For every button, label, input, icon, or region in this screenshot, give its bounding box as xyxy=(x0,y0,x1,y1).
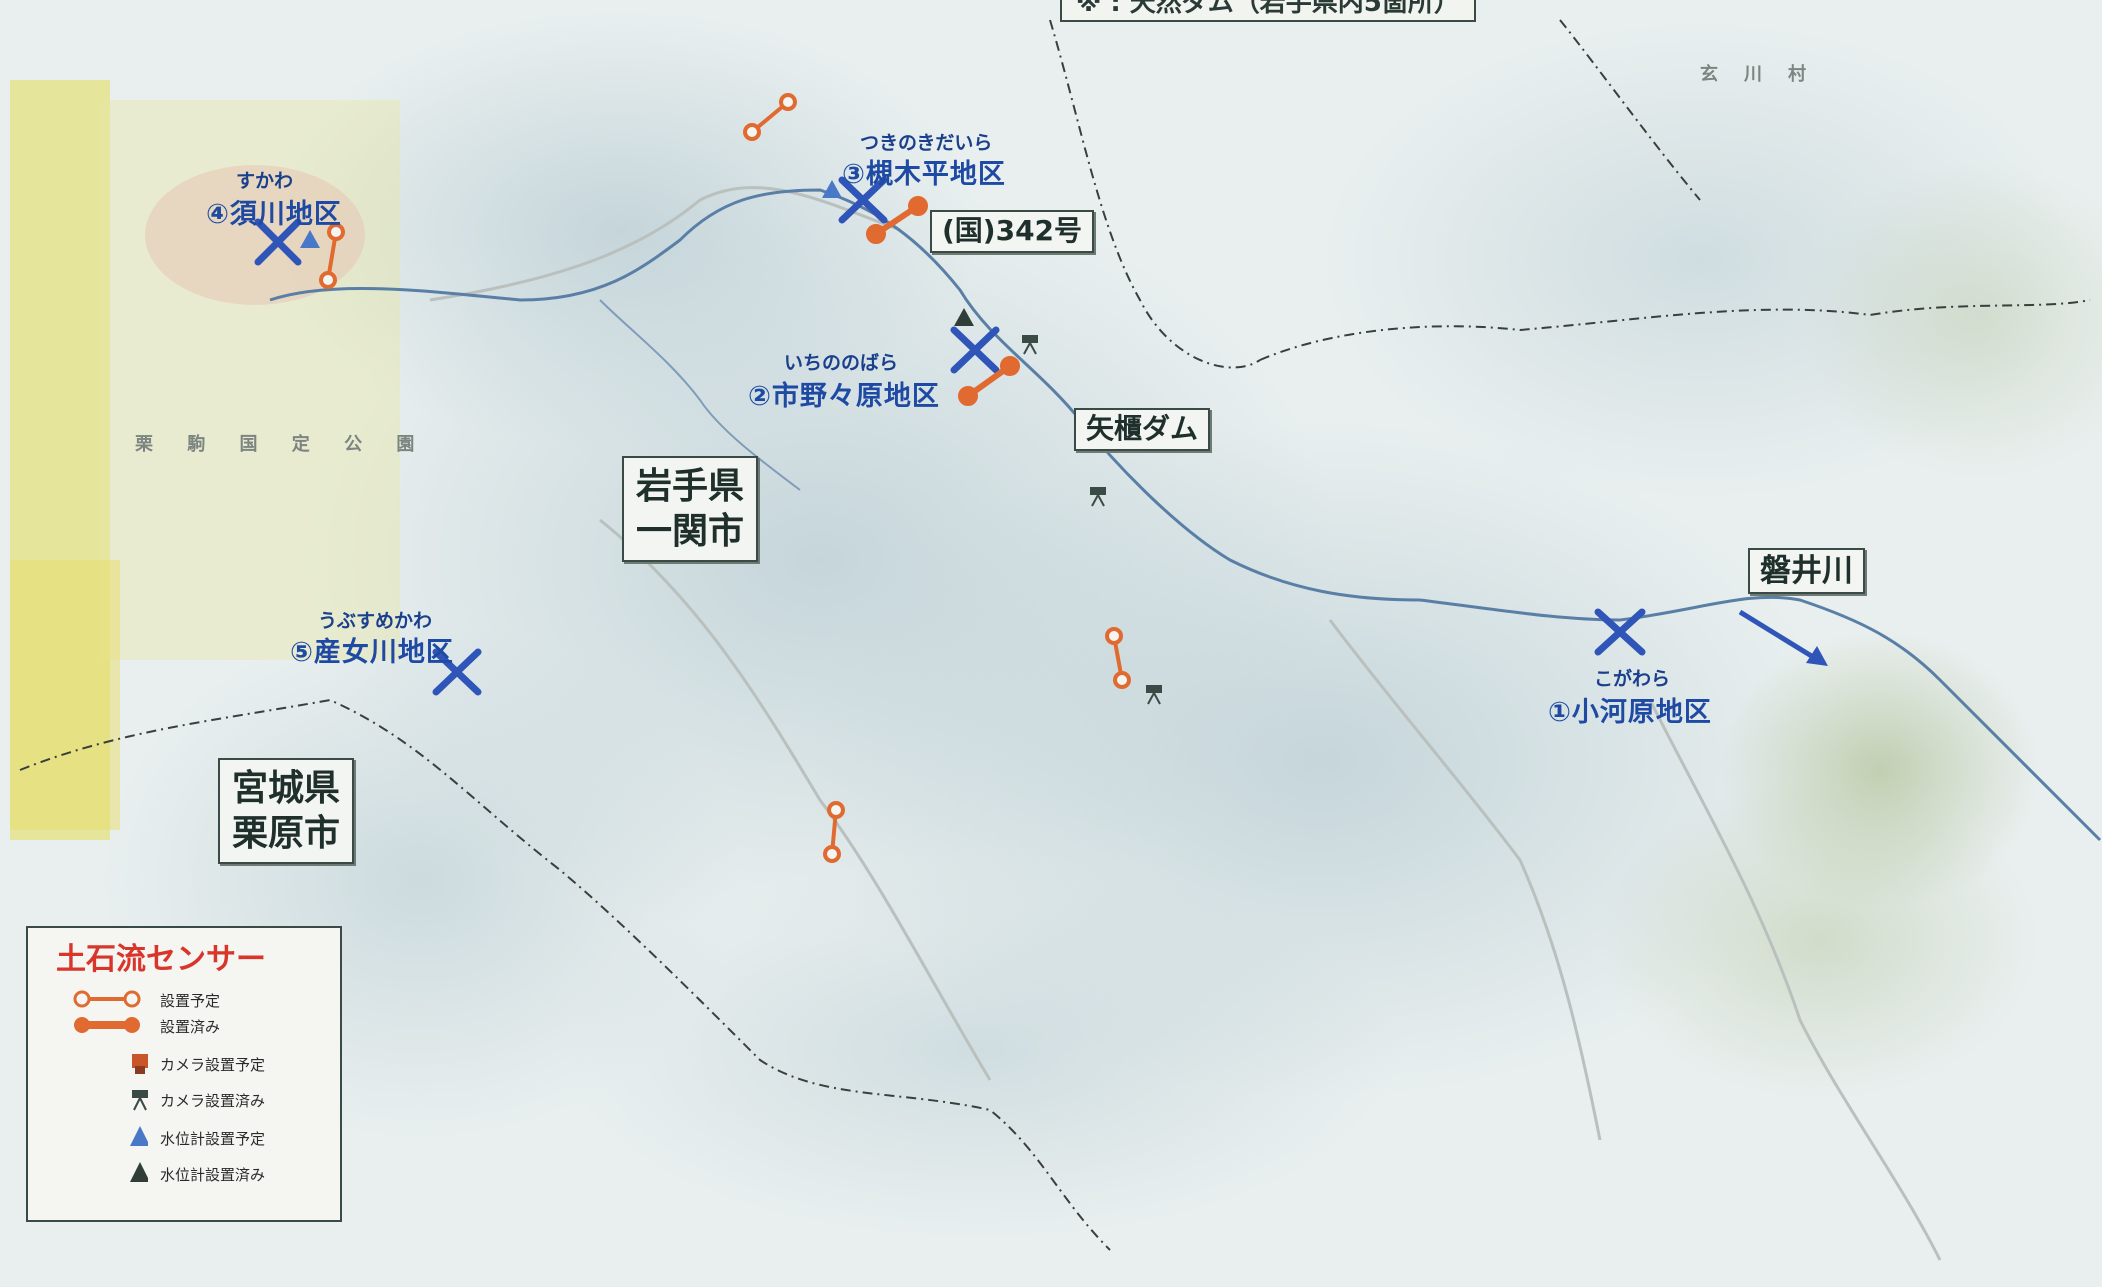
district-4-ruby: すかわ xyxy=(236,170,294,192)
camera-installed-markers xyxy=(1022,335,1162,705)
legend-item-sensor-installed: 設置済み xyxy=(28,1010,338,1040)
camera-planned-icon xyxy=(132,1054,148,1074)
district-5-label: ⑤産女川地区 xyxy=(290,637,454,668)
sensor-planned-markers xyxy=(319,93,1131,863)
sensor-planned-icon xyxy=(1105,627,1131,689)
legend-item-camera-planned: カメラ設置予定 xyxy=(28,1048,338,1078)
district-5-ruby: うぶすめかわ xyxy=(318,610,433,632)
iwai-river-label: 磐井川 xyxy=(1748,548,1865,595)
legend-item-camera-installed: カメラ設置済み xyxy=(28,1084,338,1114)
camera-installed-icon xyxy=(1022,335,1038,355)
legend-label: カメラ設置予定 xyxy=(160,1056,266,1074)
cross-icon-district-5 xyxy=(432,648,482,696)
sensor-installed-icon xyxy=(74,1017,140,1033)
water-gauge-planned-icon xyxy=(300,230,320,248)
sensor-planned-icon xyxy=(743,93,797,141)
sensor-installed-icon xyxy=(958,356,1020,406)
village-label: 玄 川 村 xyxy=(1700,64,1810,85)
park-area-shading xyxy=(10,80,400,840)
legend-label: 設置予定 xyxy=(160,992,221,1010)
district-1-ruby: こがわら xyxy=(1594,668,1671,690)
map-header-banner: ※ : 天然ダム（岩手県内5箇所） xyxy=(1060,0,1476,22)
district-3-ruby: つきのきだいら xyxy=(860,132,993,154)
iwai-river-line xyxy=(269,188,2102,842)
map-legend: 土石流センサー 設置予定 設置済み カメラ設置予定 カメラ設置済み xyxy=(26,926,342,1222)
boundary-lines xyxy=(19,19,2091,1251)
iwate-ichinoseki-label: 岩手県 一関市 xyxy=(622,456,759,562)
water-gauge-planned-icon xyxy=(130,1126,148,1146)
park-label: 栗 駒 国 定 公 園 xyxy=(135,434,429,455)
district-1-label: ①小河原地区 xyxy=(1548,697,1712,728)
water-gauge-installed-icon xyxy=(954,308,974,326)
district-2-ruby: いちののばら xyxy=(784,352,899,374)
water-gauge-planned-icon xyxy=(822,180,842,198)
water-gauge-installed-icon xyxy=(130,1162,148,1182)
district-3-label: ③槻木平地区 xyxy=(842,159,1006,190)
sensor-planned-icon xyxy=(73,990,141,1008)
legend-label: 設置済み xyxy=(160,1018,221,1036)
sensor-planned-icon xyxy=(823,801,845,863)
district-4-label: ④須川地区 xyxy=(206,199,342,230)
river-flow-arrow-icon xyxy=(1738,609,1828,666)
district-2-label: ②市野々原地区 xyxy=(748,381,940,412)
cross-icon-district-4 xyxy=(254,218,302,266)
legend-title: 土石流センサー xyxy=(56,942,266,977)
sensor-installed-markers xyxy=(866,196,1020,406)
legend-label: 水位計設置済み xyxy=(160,1166,266,1184)
legend-label: カメラ設置済み xyxy=(160,1092,266,1110)
miyagi-kurihara-label: 宮城県 栗原市 xyxy=(218,758,355,864)
sensor-planned-icon xyxy=(319,223,345,289)
camera-installed-icon xyxy=(1146,685,1162,705)
road-lines xyxy=(429,186,1942,1261)
district-markers xyxy=(254,176,1646,696)
sensor-installed-icon xyxy=(866,196,928,244)
cross-icon-district-1 xyxy=(1594,608,1646,656)
camera-installed-icon xyxy=(1090,487,1106,507)
route-342-label: (国)342号 xyxy=(930,210,1095,253)
cross-icon-district-2 xyxy=(950,326,1000,374)
cross-icon-district-3 xyxy=(838,176,888,224)
camera-installed-icon xyxy=(132,1090,148,1111)
legend-item-water-gauge-planned: 水位計設置予定 xyxy=(28,1122,338,1152)
legend-item-water-gauge-installed: 水位計設置済み xyxy=(28,1158,338,1188)
legend-label: 水位計設置予定 xyxy=(160,1130,266,1148)
legend-item-sensor-planned: 設置予定 xyxy=(28,984,338,1014)
yabitsu-dam-label: 矢櫃ダム xyxy=(1074,408,1211,451)
